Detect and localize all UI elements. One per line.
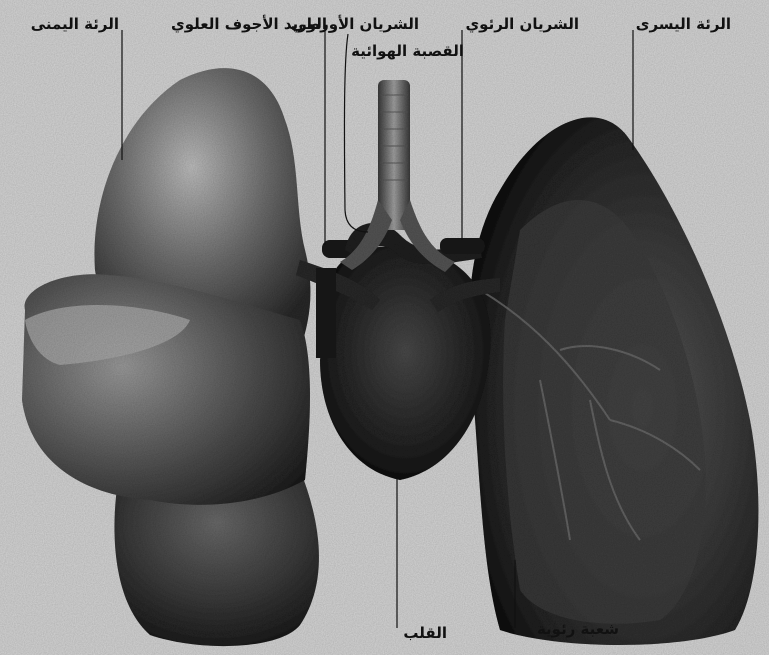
pulmonary-artery-vessel: [440, 238, 485, 254]
label-trachea: القصبة الهوائية: [351, 42, 464, 60]
label-heart: القلب: [403, 624, 447, 642]
label-right-lung: الرئة اليمنى: [31, 15, 119, 33]
label-left-lung: الرئة اليسرى: [636, 15, 731, 33]
label-aorta: الشريان الأورطي: [291, 15, 419, 33]
label-bronchiole: شعبة رئوية: [537, 620, 619, 638]
label-pulmonary-artery: الشريان الرئوي: [465, 15, 579, 33]
vena-cava-trunk: [316, 268, 336, 358]
